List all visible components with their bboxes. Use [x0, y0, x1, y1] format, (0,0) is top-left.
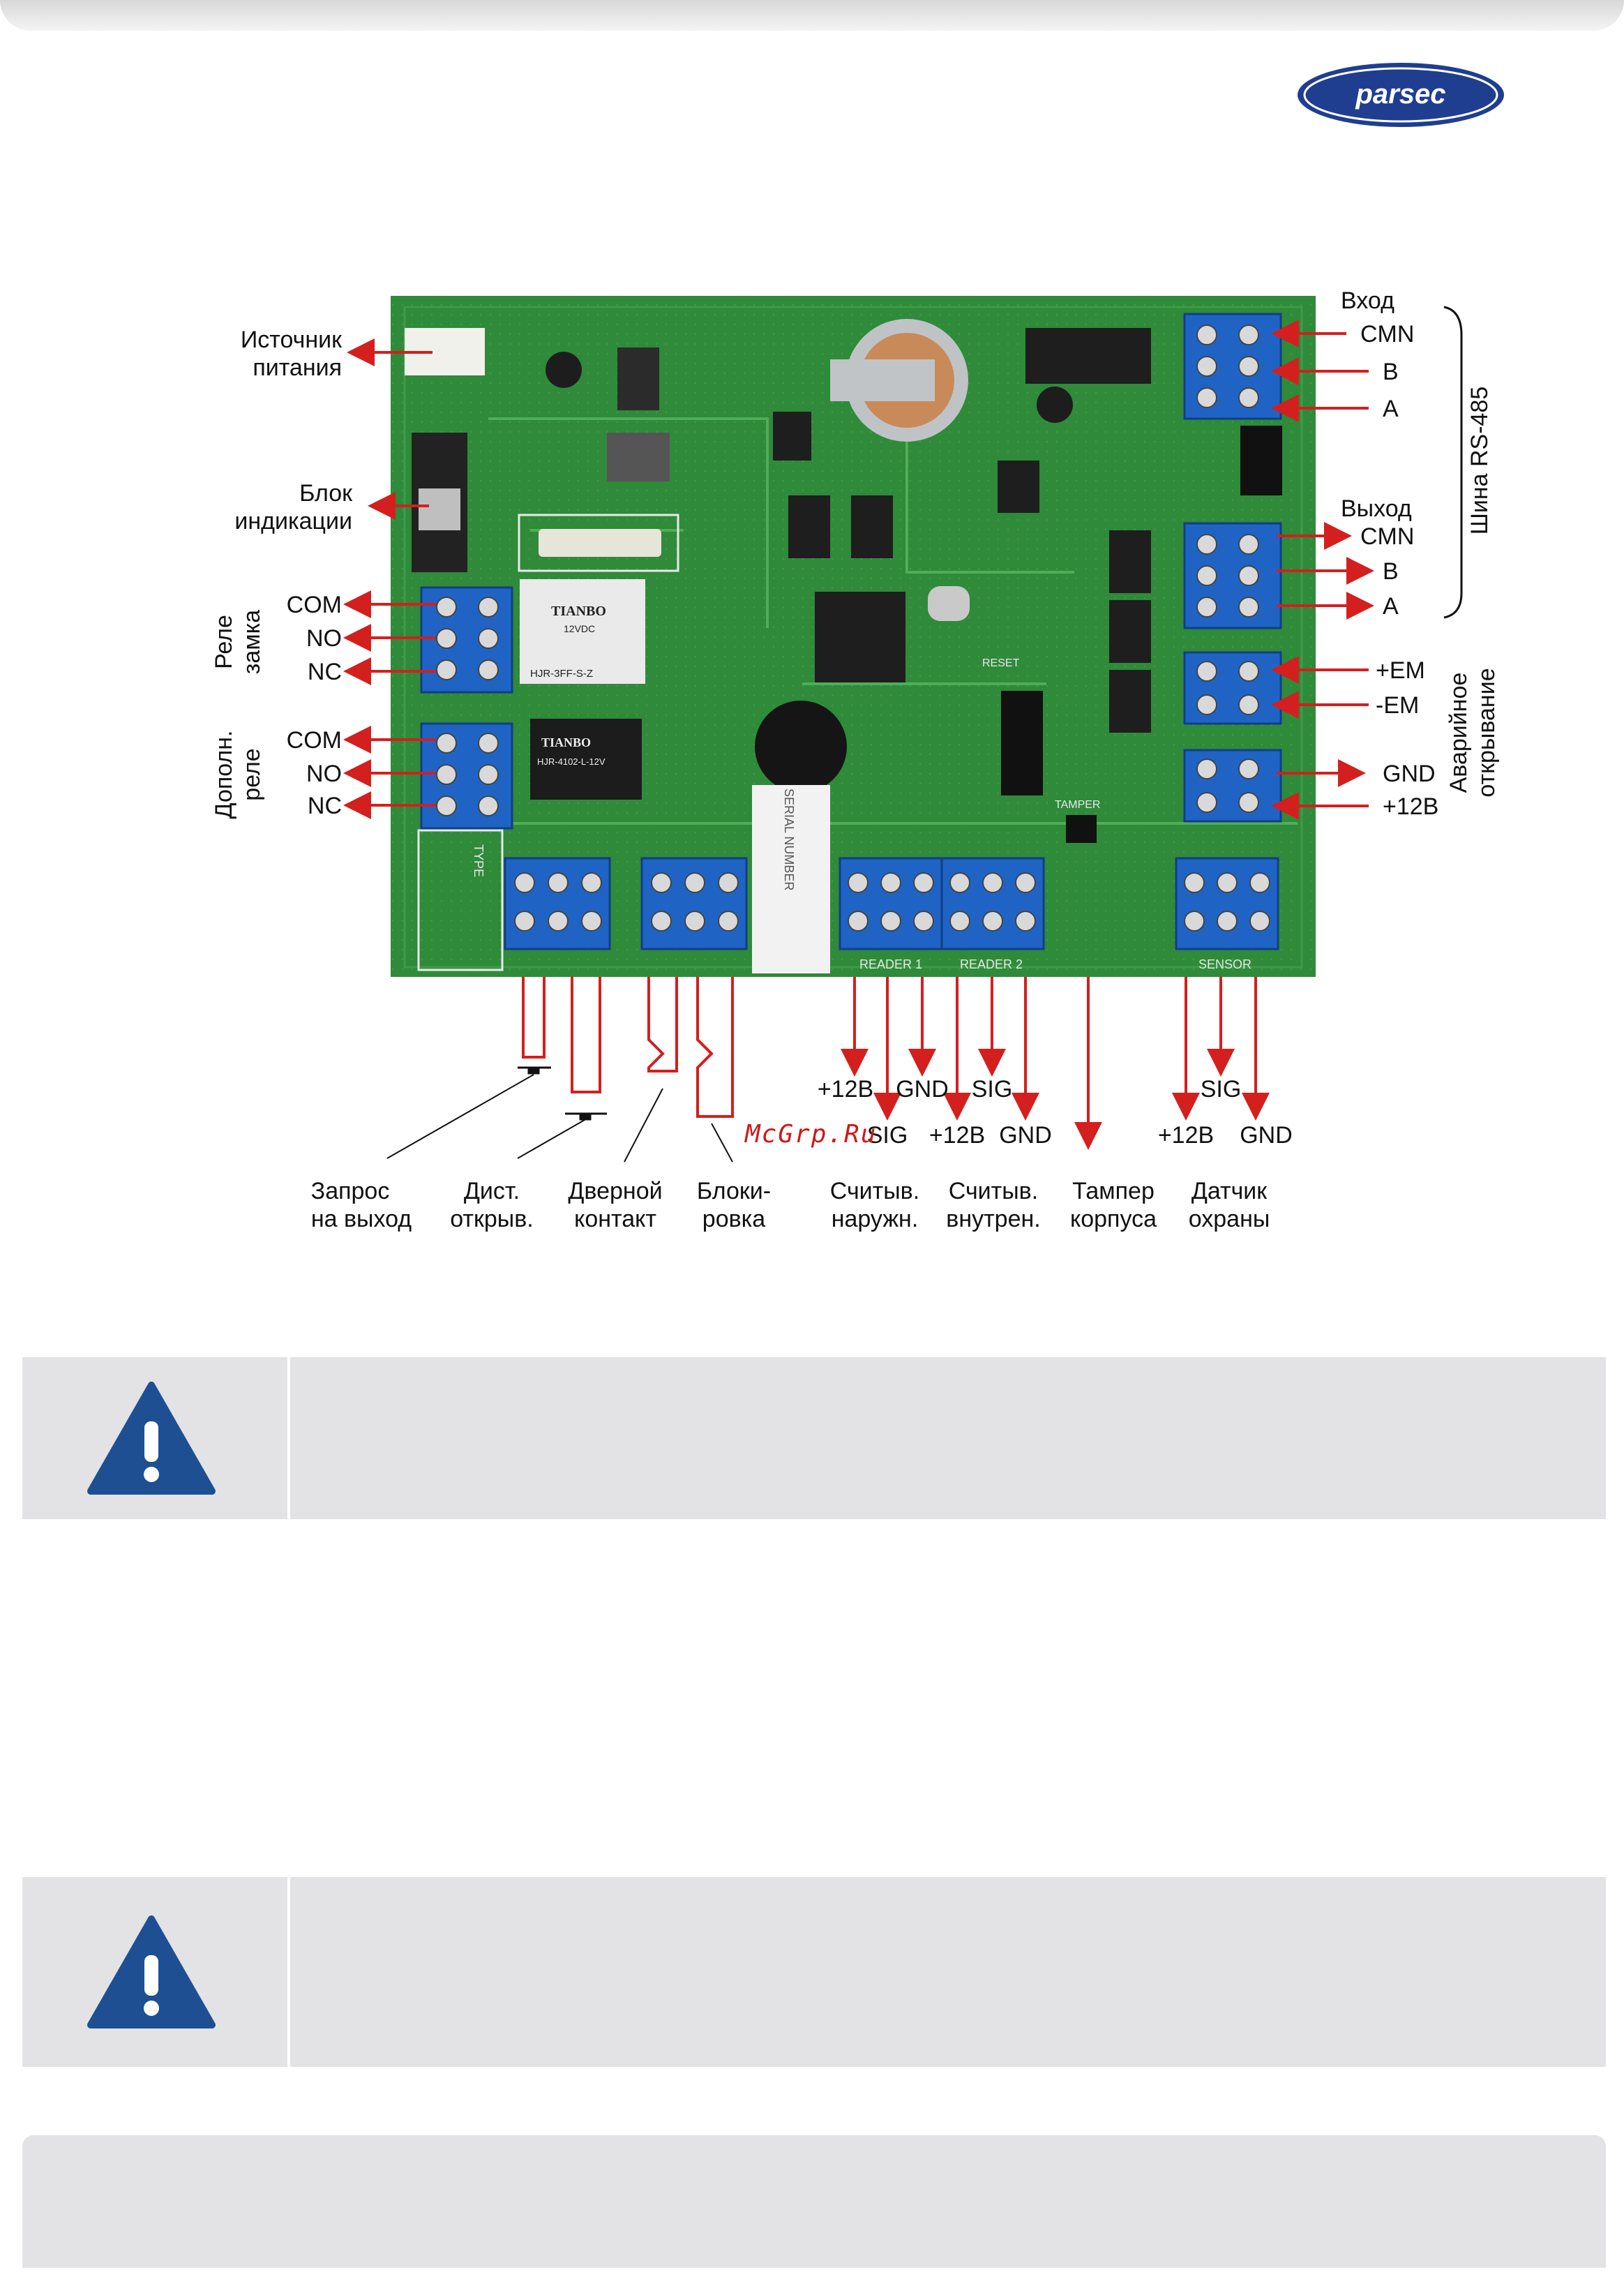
- blocking-label-1: Блоки-: [697, 1178, 771, 1204]
- power-label-2: питания: [253, 354, 342, 381]
- case-tamper-label-1: Тампер: [1072, 1178, 1155, 1204]
- input-pin-cmn: CMN: [1360, 321, 1414, 347]
- output-pin-cmn: CMN: [1360, 523, 1414, 550]
- warning-notice-2: [22, 1877, 1606, 2067]
- pcb-board: TIANBO 12VDC HJR-3FF-S-Z TIANBO HJR-4102…: [391, 296, 1316, 977]
- output-pin-b: B: [1383, 558, 1399, 585]
- reader-pin-gnd-top: GND: [896, 1076, 949, 1103]
- em-pin-minus: -EM: [1376, 692, 1419, 719]
- reader-outer-label-1: Считыв.: [830, 1178, 919, 1204]
- controller-wiring-diagram: TIANBO 12VDC HJR-3FF-S-Z TIANBO HJR-4102…: [211, 287, 1500, 1232]
- bottom-info-box: [22, 2135, 1606, 2268]
- warning-notice-1: [22, 1357, 1606, 1519]
- top-decoration-bar: [0, 0, 1624, 31]
- warning-icon: [87, 1915, 216, 2028]
- aux-relay-label-2: реле: [239, 748, 265, 800]
- reader-inner-label-2: внутрен.: [946, 1206, 1040, 1232]
- reset-silk: RESET: [982, 657, 1020, 669]
- security-sensor-label-2: охраны: [1189, 1206, 1270, 1232]
- reader-outer-label-2: наружн.: [832, 1206, 919, 1232]
- door-contact-label-2: контакт: [574, 1206, 656, 1232]
- reader1-silk: READER 1: [859, 957, 922, 971]
- parsec-logo: parsec: [1298, 63, 1504, 127]
- lock-pin-com: COM: [287, 592, 342, 618]
- aux-pin-com: COM: [287, 727, 342, 754]
- input-pin-a: A: [1383, 396, 1399, 422]
- door-contact-label-1: Дверной: [568, 1178, 662, 1204]
- relay1-brand: TIANBO: [551, 604, 606, 619]
- remote-open-label-1: Дист.: [464, 1178, 520, 1204]
- input-pin-b: B: [1383, 359, 1399, 385]
- reader-pin-sig-bottom: SIG: [867, 1122, 908, 1149]
- sensor-silk: SENSOR: [1198, 957, 1251, 971]
- exit-request-label-2: на выход: [311, 1206, 412, 1232]
- reader-pin-12v-top: +12В: [818, 1076, 873, 1103]
- lock-pin-nc: NC: [308, 659, 342, 685]
- rs485-bus-label: Шина RS-485: [1466, 387, 1493, 535]
- warning-icon-cell: [22, 1357, 290, 1519]
- reader-inner-label-1: Считыв.: [949, 1178, 1038, 1204]
- power-label-1: Источник: [241, 327, 343, 353]
- aux-pin-no: NO: [306, 761, 342, 787]
- watermark: McGrp.Ru: [745, 1120, 878, 1149]
- lock-pin-no: NO: [306, 625, 342, 652]
- remote-open-label-2: открыв.: [450, 1206, 533, 1232]
- lock-relay-label-1: Реле: [211, 615, 237, 669]
- security-sensor-label-1: Датчик: [1191, 1178, 1268, 1204]
- type-label: TYPE: [472, 844, 486, 877]
- output-label: Выход: [1341, 495, 1412, 522]
- serial-number-label: SERIAL NUMBER: [782, 789, 796, 890]
- indication-label-1: Блок: [299, 480, 353, 507]
- tamper-silk: TAMPER: [1055, 799, 1100, 811]
- wiring-arrows: [343, 320, 1374, 1150]
- reader-pin-sig-top: SIG: [972, 1076, 1013, 1103]
- lock-relay-label-2: замка: [239, 610, 265, 674]
- aux-pin-nc: NC: [308, 793, 342, 819]
- logo-text: parsec: [1355, 79, 1446, 110]
- blocking-label-2: ровка: [702, 1206, 766, 1232]
- indication-label-2: индикации: [234, 508, 352, 535]
- emergency-label-1: Аварийное: [1445, 673, 1472, 793]
- aux-relay-label-1: Дополн.: [211, 731, 237, 819]
- em-pin-plus: +EM: [1376, 657, 1425, 684]
- exit-request-label-1: Запрос: [311, 1178, 390, 1204]
- sensor-pin-sig: SIG: [1201, 1076, 1242, 1103]
- reader-pin-12v-bottom: +12В: [929, 1122, 985, 1149]
- emerg-pin-gnd: GND: [1383, 761, 1436, 787]
- sensor-pin-gnd: GND: [1240, 1122, 1293, 1149]
- relay2-brand: TIANBO: [541, 735, 591, 749]
- reader2-silk: READER 2: [960, 957, 1023, 971]
- emerg-pin-12v: +12В: [1383, 793, 1438, 820]
- warning-icon: [87, 1382, 216, 1495]
- warning-icon-cell-2: [22, 1877, 290, 2067]
- relay2-model: HJR-4102-L-12V: [537, 756, 606, 767]
- input-label: Вход: [1341, 287, 1394, 314]
- emergency-label-2: открывание: [1473, 668, 1500, 797]
- reader-pin-gnd-bottom: GND: [999, 1122, 1052, 1149]
- output-pin-a: A: [1383, 593, 1399, 620]
- case-tamper-label-2: корпуса: [1070, 1206, 1157, 1232]
- relay1-model: HJR-3FF-S-Z: [530, 668, 593, 680]
- sensor-pin-12v: +12В: [1158, 1122, 1214, 1149]
- relay1-rating: 12VDC: [564, 623, 595, 634]
